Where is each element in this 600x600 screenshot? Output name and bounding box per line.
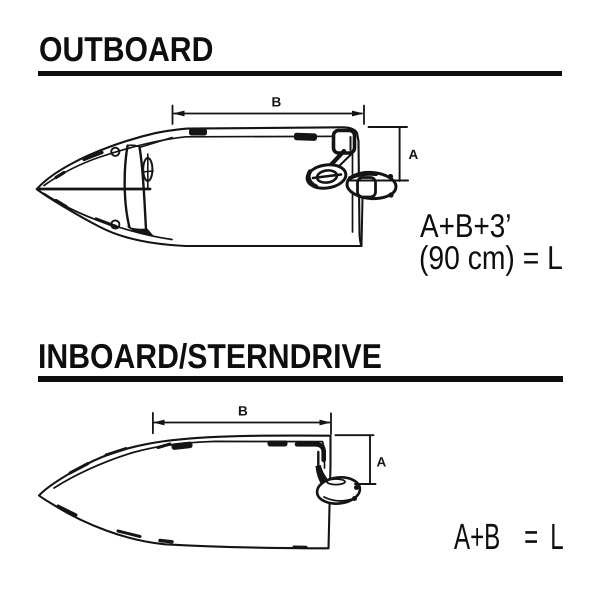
svg-text:B: B [238, 403, 248, 418]
svg-text:A: A [377, 455, 387, 470]
svg-text:B: B [272, 95, 282, 110]
svg-text:A: A [409, 147, 419, 162]
